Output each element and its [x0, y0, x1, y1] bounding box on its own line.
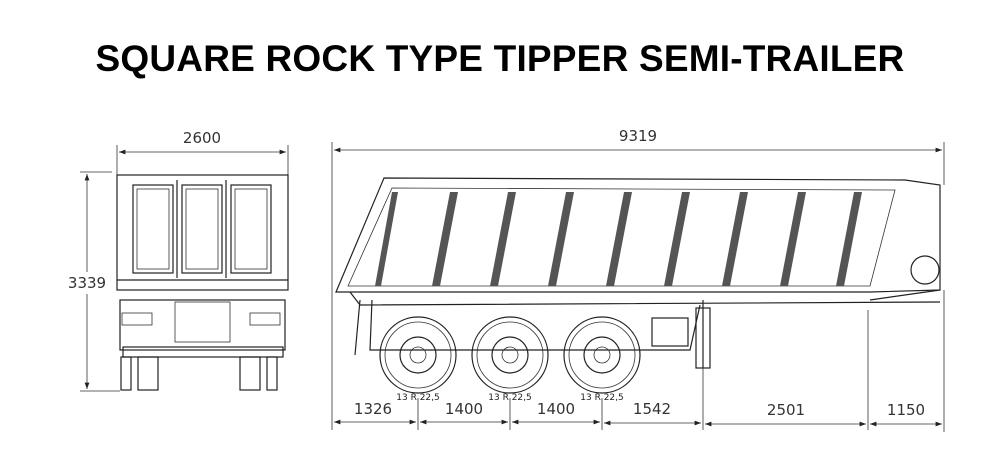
- tire-label: 13 R 22,5: [396, 393, 439, 403]
- length-dimension: 9319: [619, 127, 657, 145]
- dim-front-overhang: 1326: [354, 400, 392, 418]
- drawing-title: SQUARE ROCK TYPE TIPPER SEMI-TRAILER: [95, 38, 905, 79]
- tire-label: 13 R 22,5: [488, 393, 531, 403]
- height-dimension: 3339: [68, 274, 106, 292]
- dim-axle-spacing-2: 1400: [537, 400, 575, 418]
- width-dimension: 2600: [183, 129, 221, 147]
- dim-axle-to-leg: 1542: [633, 400, 671, 418]
- body-stripes: [375, 192, 862, 286]
- side-view: 9319 1326 1400 1400: [331, 127, 945, 432]
- dim-axle-spacing-1: 1400: [445, 400, 483, 418]
- dim-kingpin-to-front: 1150: [887, 401, 925, 419]
- dim-leg-to-kingpin: 2501: [767, 401, 805, 419]
- rear-view: 2600 3339: [68, 129, 289, 392]
- wheels: [379, 316, 641, 394]
- tire-label: 13 R 22,5: [580, 393, 623, 403]
